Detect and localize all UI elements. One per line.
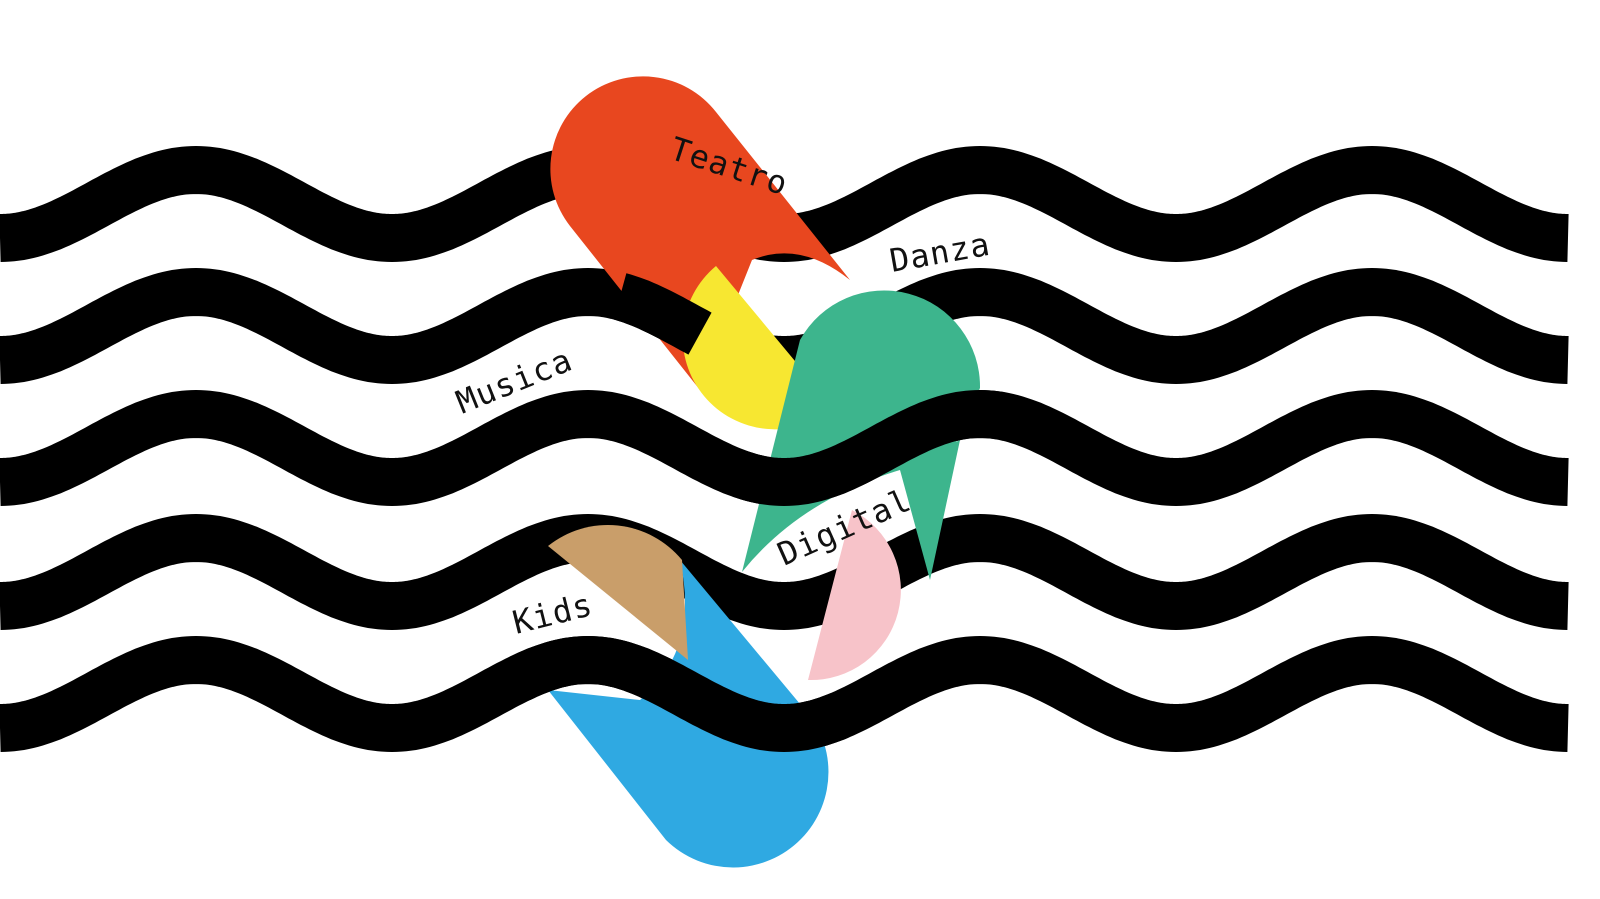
- wave-line-overlap: [613, 273, 712, 355]
- wave-line-overlap: [732, 389, 1004, 507]
- wave-line: [0, 513, 1569, 631]
- kids-accent-shape: [548, 525, 688, 660]
- waves-front: [509, 273, 1004, 753]
- danza-shape-tail: [900, 440, 960, 580]
- wave-line-overlap: [509, 635, 850, 753]
- teatro-capsule: [550, 76, 850, 390]
- teatro-shape: [550, 76, 850, 390]
- kids-accent-group: [548, 525, 688, 660]
- digital-shape-group: [808, 510, 901, 681]
- digital-shape: [808, 510, 901, 681]
